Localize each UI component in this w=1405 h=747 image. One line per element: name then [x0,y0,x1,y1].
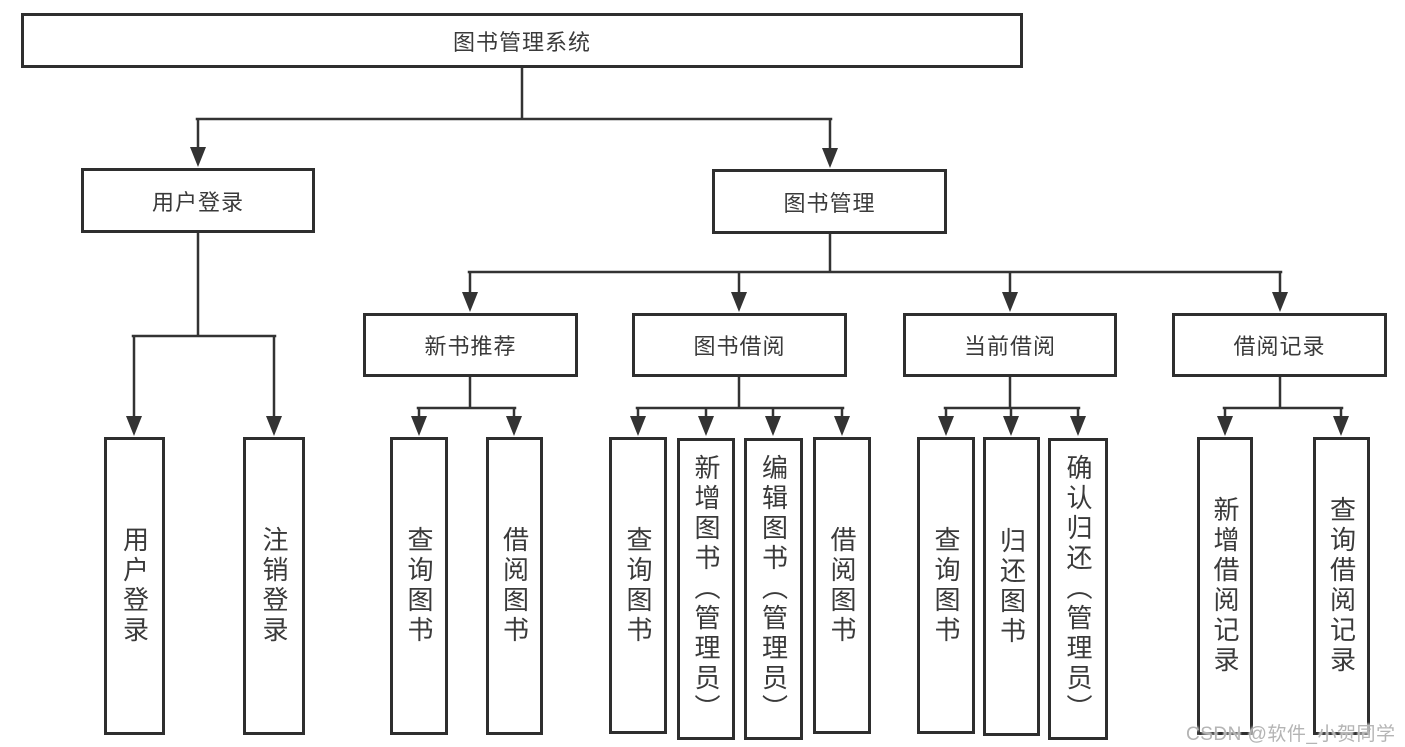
leaf-records-query-record-label: 查询借阅记录 [1326,496,1357,676]
arrowhead-borrowing-query [630,416,646,436]
arrowhead-current-return [1003,416,1019,436]
node-user-login: 用户登录 [81,168,315,233]
leaf-current-confirm-return-admin: 确认归还（管理员） [1048,438,1108,740]
node-borrowing-records-label: 借阅记录 [1233,334,1326,359]
node-book-management: 图书管理 [712,169,947,234]
connector-user-login [131,229,277,421]
arrowhead-borrowing-borrow [834,416,850,436]
connector-borrowing-records [1222,374,1344,421]
leaf-records-add-record: 新增借阅记录 [1197,437,1253,735]
leaf-current-return-books-label: 归还图书 [996,526,1027,647]
arrowhead-borrowing-edit [765,416,781,436]
arrowhead-to-new-book-recommend [462,292,478,312]
leaf-current-confirm-return-admin-label: 确认归还（管理员） [1063,454,1093,724]
leaf-borrowing-borrow-books-label: 借阅图书 [827,525,857,646]
arrowhead-to-leaf-user-login [126,416,142,436]
arrowhead-to-book-borrowing [731,292,747,312]
leaf-current-return-books: 归还图书 [983,437,1040,736]
node-current-borrowing-label: 当前借阅 [963,334,1056,359]
node-borrowing-records: 借阅记录 [1172,313,1387,377]
leaf-borrowing-add-books-admin: 新增图书（管理员） [677,438,735,740]
leaf-records-query-record: 查询借阅记录 [1313,437,1370,735]
node-root-label: 图书管理系统 [452,29,591,55]
leaf-borrowing-query-books-label: 查询图书 [623,525,653,646]
connector-current-borrowing [943,374,1081,421]
leaf-current-query-books-label: 查询图书 [931,525,961,646]
connector-book-borrowing [635,373,845,421]
arrowhead-to-book-management [822,148,838,168]
node-current-borrowing: 当前借阅 [903,313,1117,377]
node-book-borrowing-label: 图书借阅 [693,334,786,359]
leaf-records-add-record-label: 新增借阅记录 [1210,496,1240,676]
node-user-login-label: 用户登录 [151,189,244,215]
node-book-management-label: 图书管理 [783,190,876,216]
leaf-borrowing-query-books: 查询图书 [609,437,667,734]
arrowhead-records-add [1217,416,1233,436]
leaf-logout: 注销登录 [243,437,305,735]
connector-root [195,66,833,153]
arrowhead-current-query [938,416,954,436]
leaf-borrowing-borrow-books: 借阅图书 [813,437,871,734]
arrowhead-recommend-borrow [506,416,522,436]
arrowhead-current-confirm [1070,416,1086,436]
leaf-recommend-borrow-books: 借阅图书 [486,437,543,735]
connector-book-management [467,230,1283,297]
leaf-logout-label: 注销登录 [259,526,289,646]
csdn-watermark: CSDN @软件_小贺同学 [1186,724,1396,745]
leaf-recommend-query-books-label: 查询图书 [404,526,434,646]
leaf-current-query-books: 查询图书 [917,437,975,734]
leaf-borrowing-edit-books-admin-label: 编辑图书（管理员） [758,454,789,724]
leaf-user-login: 用户登录 [104,437,165,735]
arrowhead-to-leaf-logout [266,416,282,436]
arrowhead-recommend-query [411,416,427,436]
arrowhead-borrowing-add [698,416,714,436]
arrowhead-to-user-login [190,147,206,167]
leaf-user-login-label: 用户登录 [119,526,150,646]
leaf-borrowing-edit-books-admin: 编辑图书（管理员） [744,438,803,740]
node-root: 图书管理系统 [21,13,1023,68]
connector-new-book-recommend [416,374,517,421]
node-new-book-recommend-label: 新书推荐 [424,334,517,359]
arrowhead-records-query [1333,416,1349,436]
leaf-recommend-borrow-books-label: 借阅图书 [499,526,530,646]
leaf-borrowing-add-books-admin-label: 新增图书（管理员） [691,454,721,724]
arrowhead-to-current-borrowing [1002,292,1018,312]
arrowhead-to-borrowing-records [1272,292,1288,312]
leaf-recommend-query-books: 查询图书 [390,437,448,735]
node-book-borrowing: 图书借阅 [632,313,847,377]
node-new-book-recommend: 新书推荐 [363,313,578,377]
